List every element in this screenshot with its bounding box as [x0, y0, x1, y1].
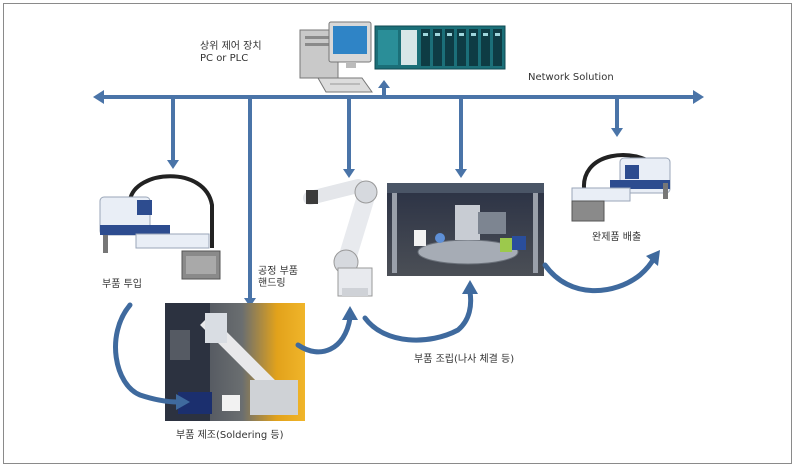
output-label: 완제품 배출 — [592, 232, 642, 243]
outer-frame — [3, 3, 792, 464]
flow-arrows — [113, 255, 657, 405]
photo-assembly — [387, 183, 544, 276]
flow-arrowheads — [176, 250, 660, 410]
handling-label-line1: 공정 부품 — [258, 266, 298, 277]
controller-label-line1: 상위 제어 장치 — [200, 41, 262, 52]
articulated-robot-handling — [303, 179, 378, 297]
flow-arrow-input-to-manufacture — [113, 302, 181, 405]
scara-robot-output — [571, 153, 671, 222]
flow-arrow-assembly-to-output — [542, 255, 657, 294]
bus-connectors — [167, 80, 623, 307]
controller-label: 상위 제어 장치 PC or PLC — [200, 41, 262, 65]
network-bus — [93, 90, 704, 104]
assembly-label: 부품 조립(나사 체결 등) — [414, 354, 515, 365]
handling-label: 공정 부품 핸드링 — [258, 266, 298, 290]
flow-arrow-manufacture-to-handling — [295, 315, 353, 355]
pc-icon — [299, 21, 373, 93]
handling-label-line2: 핸드링 — [258, 278, 286, 289]
plc-icon — [374, 25, 506, 70]
network-label: Network Solution — [528, 72, 614, 83]
scara-robot-input — [99, 174, 221, 280]
part-input-label: 부품 투입 — [102, 279, 142, 290]
flow-arrow-handling-to-assembly — [362, 289, 474, 343]
manufacturing-label: 부품 제조(Soldering 등) — [176, 430, 284, 441]
controller-label-line2: PC or PLC — [200, 53, 249, 64]
